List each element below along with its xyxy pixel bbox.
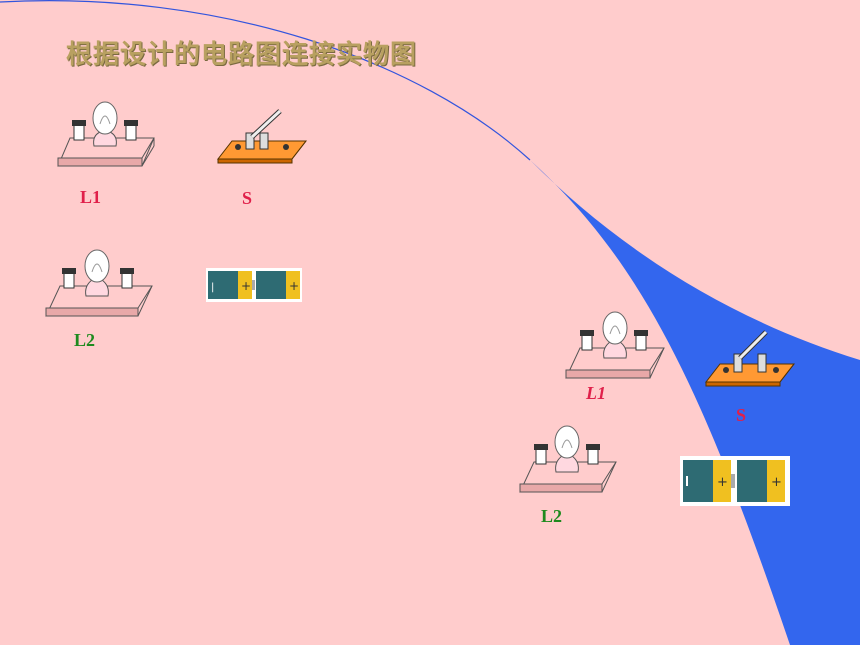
label-s-right: S xyxy=(736,405,747,425)
svg-text:|: | xyxy=(211,282,214,293)
lamp-l1-right-icon xyxy=(565,311,665,379)
svg-text:+: + xyxy=(289,279,299,293)
label-l2-left: L2 xyxy=(74,330,96,350)
label-s-left: S xyxy=(242,188,253,208)
label-l1-right: L1 xyxy=(586,383,606,403)
svg-text:+: + xyxy=(771,475,782,490)
page-title: 根据设计的电路图连接实物图 xyxy=(66,40,418,70)
svg-text:+: + xyxy=(241,279,251,293)
battery-pair-right-icon: + + xyxy=(680,456,790,506)
lamp-l1-left-icon xyxy=(57,101,155,167)
label-l1-left: L1 xyxy=(80,187,102,207)
switch-s-left-icon xyxy=(216,109,308,164)
lamp-l2-left-icon xyxy=(45,249,153,317)
switch-s-right-icon xyxy=(704,330,796,387)
label-l2-right: L2 xyxy=(541,506,563,526)
battery-pair-left-icon: | + + xyxy=(206,268,302,302)
svg-text:+: + xyxy=(717,475,728,490)
lamp-l2-right-icon xyxy=(519,425,617,493)
